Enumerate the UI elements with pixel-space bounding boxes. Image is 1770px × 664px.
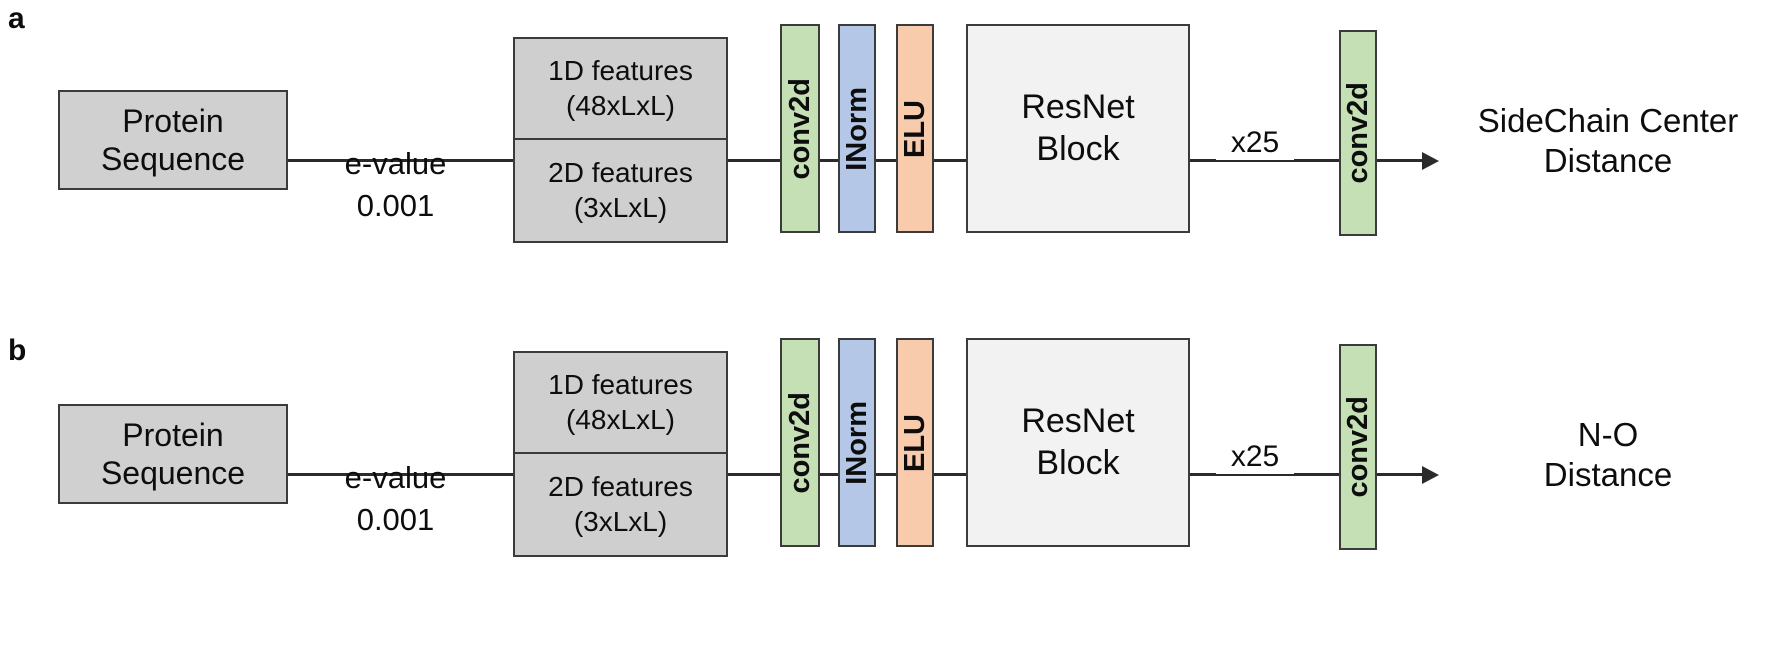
protein-sequence-box: Protein Sequence xyxy=(58,90,288,190)
output-arrowhead-b xyxy=(1422,466,1439,484)
panel-a-letter: a xyxy=(8,2,25,35)
resnet-block-label-b: ResNet Block xyxy=(1021,402,1135,482)
head-layer-conv2d-b: conv2d xyxy=(1339,344,1377,550)
layer-inorm-b: INorm xyxy=(838,338,876,547)
layer-conv2d-label-b: conv2d xyxy=(783,391,816,494)
feature-stack-b: 1D features (48xLxL) 2D features (3xLxL) xyxy=(513,351,728,557)
layer-elu: ELU xyxy=(896,24,934,233)
layer-inorm-label-b: INorm xyxy=(840,400,873,485)
repeat-count-label-b: x25 xyxy=(1216,439,1294,475)
panel-b: b Protein Sequence e-value 0.001 1D feat… xyxy=(0,332,1770,664)
output-arrowhead xyxy=(1422,152,1439,170)
layer-conv2d-b: conv2d xyxy=(780,338,820,547)
feature-1d-label: 1D features (48xLxL) xyxy=(548,55,693,121)
feature-1d-label-b: 1D features (48xLxL) xyxy=(548,369,693,435)
head-layer-conv2d: conv2d xyxy=(1339,30,1377,236)
panel-a: a Protein Sequence e-value 0.001 1D feat… xyxy=(8,2,1739,243)
protein-sequence-box-b: Protein Sequence xyxy=(58,404,288,504)
connector-head-to-output xyxy=(1377,159,1425,162)
feature-cell-2d-b: 2D features (3xLxL) xyxy=(515,454,726,555)
output-label: SideChain Center Distance xyxy=(1477,102,1739,180)
feature-cell-1d-b: 1D features (48xLxL) xyxy=(515,353,726,454)
head-layer-conv2d-label-b: conv2d xyxy=(1341,396,1374,498)
output-label-b: N-O Distance xyxy=(1543,416,1673,494)
layer-inorm: INorm xyxy=(838,24,876,233)
layer-elu-b: ELU xyxy=(896,338,934,547)
panel-b-letter: b xyxy=(8,334,26,367)
feature-cell-2d: 2D features (3xLxL) xyxy=(515,140,726,241)
layer-inorm-label: INorm xyxy=(840,86,873,171)
head-layer-conv2d-label: conv2d xyxy=(1341,82,1374,184)
connector-head-to-output-b xyxy=(1377,473,1425,476)
layer-conv2d: conv2d xyxy=(780,24,820,233)
connector-input-to-features-b xyxy=(285,473,515,476)
feature-2d-label-b: 2D features (3xLxL) xyxy=(548,471,693,537)
e-value-label-b: e-value 0.001 xyxy=(344,460,447,537)
resnet-block: ResNet Block xyxy=(966,24,1190,233)
layer-elu-label-b: ELU xyxy=(898,413,931,472)
resnet-block-b: ResNet Block xyxy=(966,338,1190,547)
protein-sequence-label-b: Protein Sequence xyxy=(100,416,246,491)
feature-2d-label: 2D features (3xLxL) xyxy=(548,157,693,223)
resnet-block-label: ResNet Block xyxy=(1021,88,1135,168)
protein-sequence-label: Protein Sequence xyxy=(100,102,246,177)
feature-cell-1d: 1D features (48xLxL) xyxy=(515,39,726,140)
layer-elu-label: ELU xyxy=(898,99,931,158)
layer-conv2d-label: conv2d xyxy=(783,77,816,180)
feature-stack: 1D features (48xLxL) 2D features (3xLxL) xyxy=(513,37,728,243)
e-value-label: e-value 0.001 xyxy=(344,146,447,223)
repeat-count-label: x25 xyxy=(1216,125,1294,161)
connector-input-to-features xyxy=(285,159,515,162)
